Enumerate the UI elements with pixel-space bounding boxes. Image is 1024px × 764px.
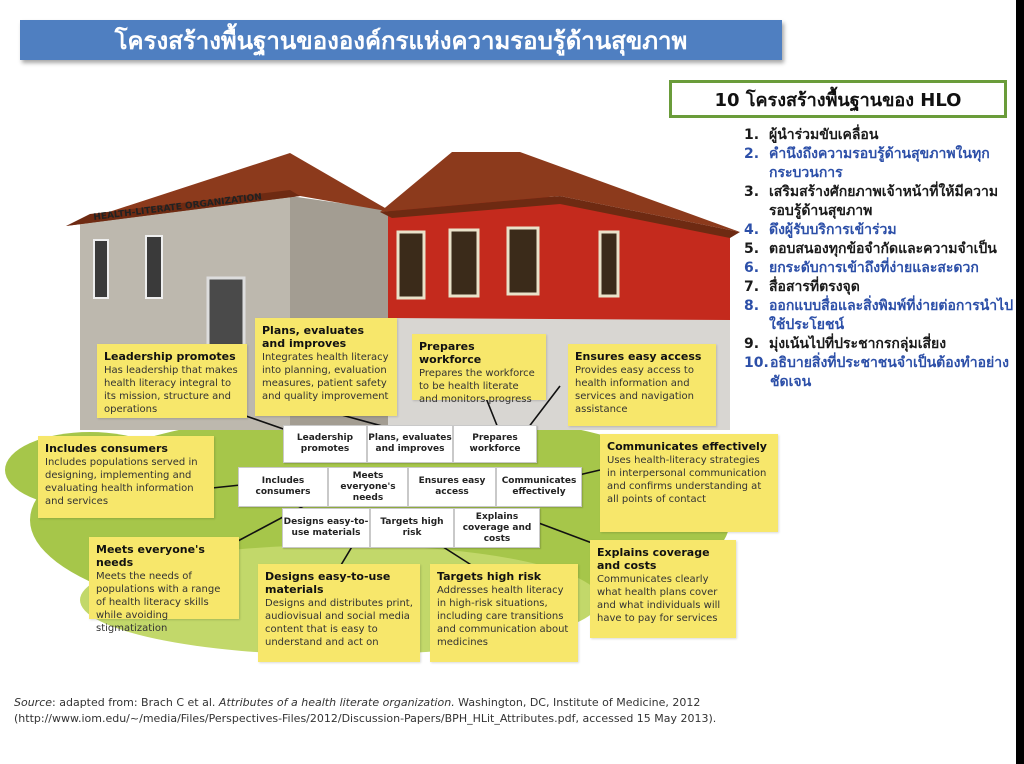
hlo-item: 4.ดึงผู้รับบริการเข้าร่วม bbox=[744, 222, 897, 238]
hlo-item: 8.ออกแบบสื่อและสิ่งพิมพ์ที่ง่ายต่อการนำไ… bbox=[744, 298, 1014, 333]
tile-access: Ensures easy access bbox=[408, 467, 496, 507]
tile-workforce: Prepares workforce bbox=[453, 425, 537, 463]
window bbox=[145, 235, 163, 299]
hlo-item: 9.มุ่งเน้นไปที่ประชากรกลุ่มเสี่ยง bbox=[744, 336, 947, 352]
tile-communicates: Communicates effectively bbox=[496, 467, 582, 507]
window bbox=[506, 226, 540, 296]
hlo-item: 6.ยกระดับการเข้าถึงที่ง่ายและสะดวก bbox=[744, 260, 979, 276]
hlo-item: 7.สื่อสารที่ตรงจุด bbox=[744, 279, 860, 295]
tile-designs: Designs easy-to-use materials bbox=[282, 508, 370, 548]
hlo-list: 1.ผู้นำร่วมขับเคลื่อน 2.คำนึงถึงความรอบร… bbox=[744, 126, 1016, 392]
page-title: โครงสร้างพื้นฐานขององค์กรแห่งความรอบรู้ด… bbox=[20, 20, 782, 60]
hlo-item: 10.อธิบายสิ่งที่ประชาชนจำเป็นต้องทำอย่าง… bbox=[744, 355, 1009, 390]
tile-consumers: Includes consumers bbox=[238, 467, 328, 507]
tile-coverage: Explains coverage and costs bbox=[454, 508, 540, 548]
tile-plans: Plans, evaluates and improves bbox=[367, 425, 453, 463]
window bbox=[448, 228, 480, 298]
right-border bbox=[1016, 0, 1024, 764]
window bbox=[93, 239, 109, 299]
red-building-roof-edge bbox=[380, 196, 740, 238]
hlo-item: 5.ตอบสนองทุกข้อจำกัดและความจำเป็น bbox=[744, 241, 997, 257]
hlo-item: 3.เสริมสร้างศักยภาพเจ้าหน้าที่ให้มีความร… bbox=[744, 184, 999, 219]
red-building-roof bbox=[380, 152, 740, 232]
door bbox=[206, 276, 246, 350]
window bbox=[598, 230, 620, 298]
grey-building-roof-top bbox=[66, 190, 300, 226]
source-citation: Source: adapted from: Brach C et al. Att… bbox=[14, 696, 717, 725]
tile-risk: Targets high risk bbox=[370, 508, 454, 548]
tile-needs: Meets everyone's needs bbox=[328, 467, 408, 507]
tile-leadership: Leadership promotes bbox=[283, 425, 367, 463]
hlo-item: 1.ผู้นำร่วมขับเคลื่อน bbox=[744, 127, 879, 143]
hlo-item: 2.คำนึงถึงความรอบรู้ด้านสุขภาพในทุกกระบว… bbox=[744, 146, 990, 181]
window bbox=[396, 230, 426, 300]
hlo-heading: 10 โครงสร้างพื้นฐานของ HLO bbox=[669, 80, 1007, 118]
